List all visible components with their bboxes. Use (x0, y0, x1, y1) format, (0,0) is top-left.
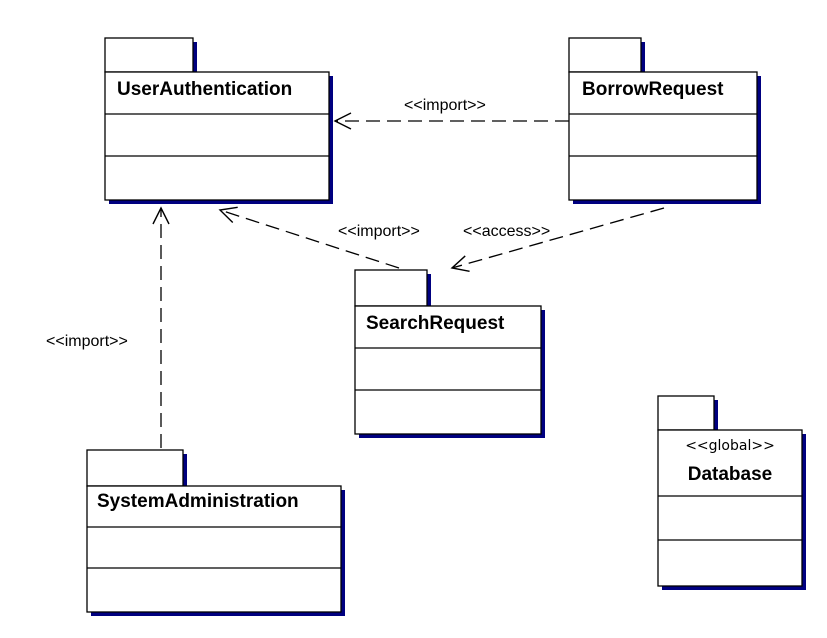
package-name: SystemAdministration (97, 491, 299, 512)
package-stereotype: <<global>> (685, 438, 775, 454)
package-name: Database (688, 464, 773, 485)
dependency-label: <<import>> (404, 97, 486, 114)
dependency-label: <<import>> (338, 223, 420, 240)
dependency-borrow-to-search[interactable]: <<access>> (450, 207, 665, 273)
package-name: SearchRequest (366, 313, 505, 334)
package-name: UserAuthentication (117, 79, 292, 100)
dependency-label: <<import>> (46, 333, 128, 350)
package-search-request[interactable]: SearchRequest (354, 269, 545, 438)
package-user-authentication[interactable]: UserAuthentication (104, 37, 333, 204)
dependency-search-to-user-auth[interactable]: <<import>> (218, 206, 420, 269)
dependency-label: <<access>> (463, 223, 550, 240)
package-database[interactable]: <<global>> Database (657, 395, 806, 590)
package-system-administration[interactable]: SystemAdministration (86, 449, 345, 616)
package-borrow-request[interactable]: BorrowRequest (568, 37, 761, 204)
package-name: BorrowRequest (582, 79, 724, 100)
dependency-sysadmin-to-user-auth[interactable]: <<import>> (46, 206, 170, 448)
dependency-borrow-to-user-auth[interactable]: <<import>> (333, 97, 569, 130)
